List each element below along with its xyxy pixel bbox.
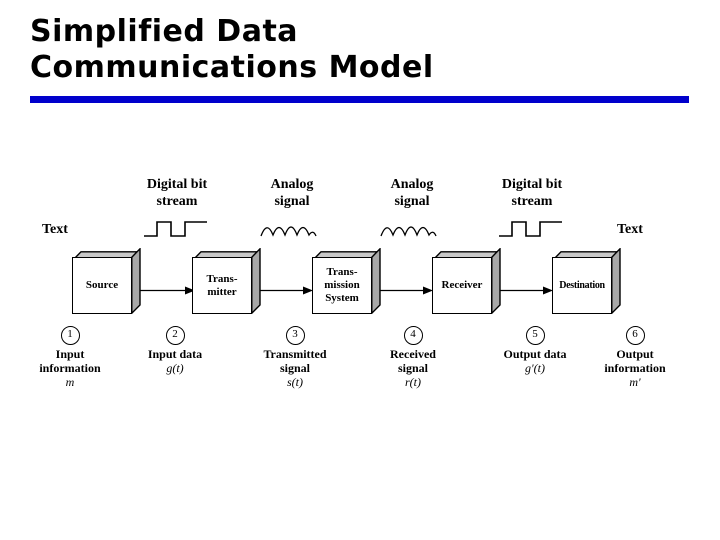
caption-4-symbol: r(t): [405, 375, 421, 389]
caption-5-symbol: g'(t): [525, 361, 545, 375]
caption-6: 6 Output information m': [570, 326, 700, 390]
box-destination-front-face: Destination: [552, 257, 612, 314]
data-communications-diagram: Text Digital bit stream Analog signal An…: [0, 170, 720, 410]
box-transmission-system-front-face: Trans- mission System: [312, 257, 372, 314]
box-transmitter-front-face: Trans- mitter: [192, 257, 252, 314]
box-receiver-front-face: Receiver: [432, 257, 492, 314]
label-digital-bit-stream-right: Digital bit stream: [501, 177, 563, 209]
caption-6-text: Output information: [604, 347, 666, 375]
caption-4-text: Received signal: [390, 347, 436, 375]
caption-3-symbol: s(t): [287, 375, 303, 389]
caption-6-number: 6: [625, 326, 645, 345]
caption-5: 5 Output data g'(t): [470, 326, 600, 376]
box-receiver-label: Receiver: [441, 279, 483, 291]
square-wave-icon-left: [143, 218, 209, 245]
box-destination-side-face: [611, 247, 621, 315]
sine-wave-icon-left: [258, 216, 324, 245]
caption-4-number: 4: [403, 326, 423, 345]
caption-2-symbol: g(t): [166, 361, 184, 375]
box-source-label: Source: [85, 279, 119, 291]
box-source[interactable]: Source: [71, 247, 141, 315]
caption-2-number: 2: [165, 326, 185, 345]
label-text-right: Text: [617, 222, 643, 237]
label-analog-signal-left: Analog signal: [270, 177, 314, 209]
title-divider: [30, 96, 689, 103]
arrow-source-to-transmitter: [140, 282, 196, 295]
arrow-transmission-system-to-receiver: [378, 282, 434, 295]
caption-1-number: 1: [60, 326, 80, 345]
caption-2-text: Input data: [147, 347, 203, 361]
caption-5-text: Output data: [503, 347, 567, 361]
box-receiver[interactable]: Receiver: [431, 247, 501, 315]
box-source-side-face: [131, 247, 141, 315]
arrow-receiver-to-destination: [498, 282, 554, 295]
box-transmitter-side-face: [251, 247, 261, 315]
page-title: Simplified Data Communications Model: [30, 14, 434, 85]
box-source-front-face: Source: [72, 257, 132, 314]
arrow-transmitter-to-transmission-system: [258, 282, 314, 295]
box-transmission-system[interactable]: Trans- mission System: [311, 247, 381, 315]
caption-6-symbol: m': [629, 375, 641, 389]
caption-4: 4 Received signal r(t): [348, 326, 478, 390]
caption-3: 3 Transmitted signal s(t): [230, 326, 360, 390]
square-wave-icon-right: [498, 218, 564, 245]
caption-1: 1 Input information m: [5, 326, 135, 390]
sine-wave-icon-right: [378, 216, 444, 245]
box-destination-label: Destination: [559, 280, 605, 291]
caption-3-number: 3: [285, 326, 305, 345]
caption-3-text: Transmitted signal: [263, 347, 327, 375]
label-text-left: Text: [42, 222, 68, 237]
box-transmitter[interactable]: Trans- mitter: [191, 247, 261, 315]
box-receiver-side-face: [491, 247, 501, 315]
box-destination[interactable]: Destination: [551, 247, 621, 315]
caption-1-text: Input information: [39, 347, 101, 375]
box-transmission-system-label: Trans- mission System: [324, 266, 360, 304]
caption-2: 2 Input data g(t): [110, 326, 240, 376]
caption-5-number: 5: [525, 326, 545, 345]
caption-1-symbol: m: [65, 375, 75, 389]
label-analog-signal-right: Analog signal: [390, 177, 434, 209]
box-transmitter-label: Trans- mitter: [206, 272, 238, 298]
box-transmission-system-side-face: [371, 247, 381, 315]
label-digital-bit-stream-left: Digital bit stream: [146, 177, 208, 209]
